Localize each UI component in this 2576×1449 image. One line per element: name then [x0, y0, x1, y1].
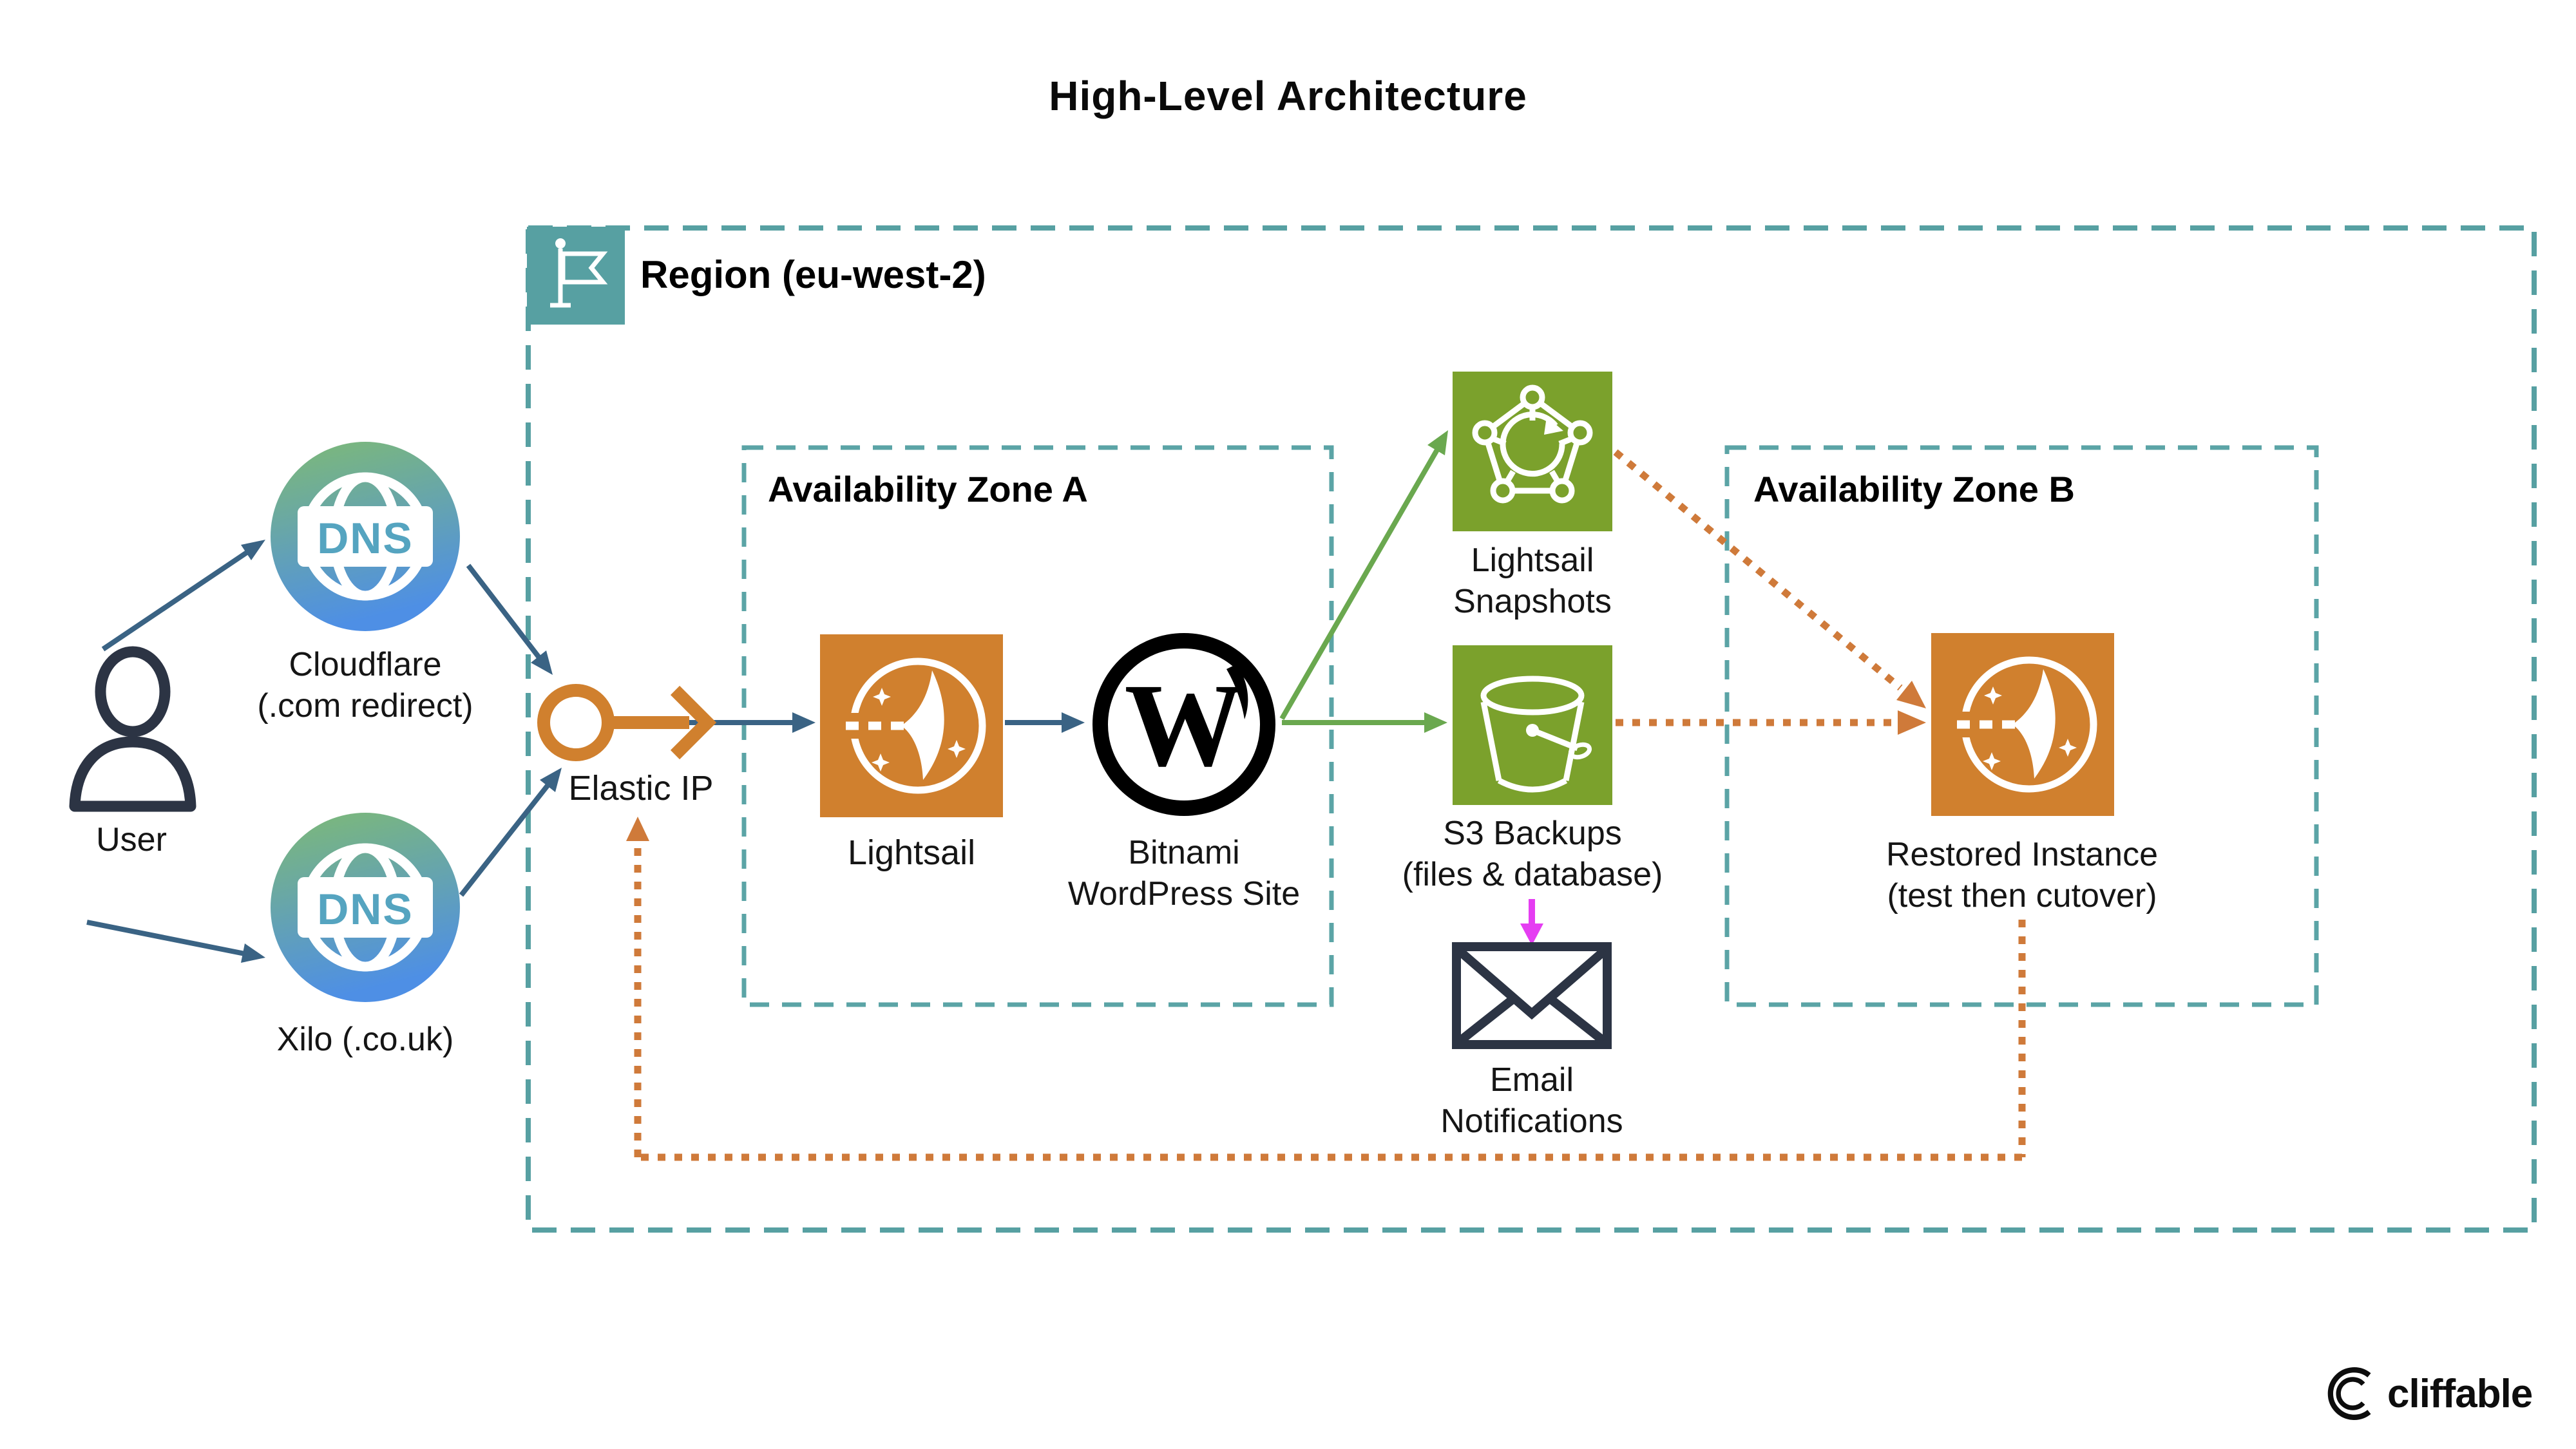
cliffable-wordmark: cliffable	[2387, 1371, 2533, 1416]
wordpress-icon: W	[1087, 628, 1281, 824]
lightsail-label: Lightsail	[847, 833, 976, 872]
arrow-cloudflare-to-elastic-ip	[466, 564, 553, 675]
arrow-lightsail-to-wordpress	[1005, 712, 1085, 733]
email-icon	[1451, 942, 1612, 1053]
svg-text:DNS: DNS	[317, 514, 414, 563]
s3-label: S3 Backups (files & database)	[1402, 815, 1663, 893]
arrow-xilo-to-elastic-ip	[459, 768, 562, 897]
svg-text:W: W	[1125, 659, 1244, 791]
arrow-s3-to-email	[1520, 899, 1543, 945]
arrow-s3-to-restored	[1616, 710, 1926, 735]
lightsail-icon	[820, 634, 1003, 820]
arrow-user-to-cloudflare	[101, 540, 265, 652]
restored-instance-icon	[1931, 633, 2114, 819]
arrow-restored-return-to-elastic-ip	[626, 817, 2026, 1161]
snapshots-label: Lightsail Snapshots	[1453, 542, 1612, 620]
wordpress-label: Bitnami WordPress Site	[1067, 834, 1301, 913]
elastic-ip-icon	[536, 677, 736, 771]
cloudflare-label: Cloudflare (.com redirect)	[257, 646, 473, 724]
svg-text:DNS: DNS	[317, 885, 414, 934]
zone-a-boundary	[741, 445, 1334, 1007]
zone-b-label: Availability Zone B	[1753, 469, 2075, 509]
cloudflare-dns-icon: DNS	[271, 442, 460, 634]
cliffable-logo: cliffable	[2324, 1364, 2533, 1423]
zone-b-boundary	[1724, 445, 2319, 1007]
user-label: User	[96, 821, 167, 858]
lightsail-snapshots-icon	[1453, 372, 1612, 535]
xilo-label: Xilo (.co.uk)	[276, 1021, 454, 1058]
region-flag-icon	[527, 227, 625, 325]
arrow-wordpress-to-s3	[1282, 712, 1447, 733]
arrow-wordpress-to-snapshots	[1279, 430, 1448, 720]
s3-backups-icon	[1453, 645, 1612, 808]
region-label: Region (eu-west-2)	[640, 253, 986, 296]
zone-a-label: Availability Zone A	[768, 469, 1088, 509]
arrow-user-to-xilo	[86, 920, 265, 963]
restored-instance-label: Restored Instance (test then cutover)	[1885, 836, 2159, 914]
xilo-dns-icon: DNS	[271, 813, 460, 1005]
page-title: High-Level Architecture	[1049, 73, 1527, 119]
elastic-ip-label: Elastic IP	[568, 769, 714, 808]
arrow-snapshots-to-restored	[1613, 449, 1926, 708]
email-label: Email Notifications	[1440, 1061, 1623, 1140]
user-icon	[59, 645, 206, 817]
cliffable-logo-icon	[2327, 1367, 2371, 1420]
